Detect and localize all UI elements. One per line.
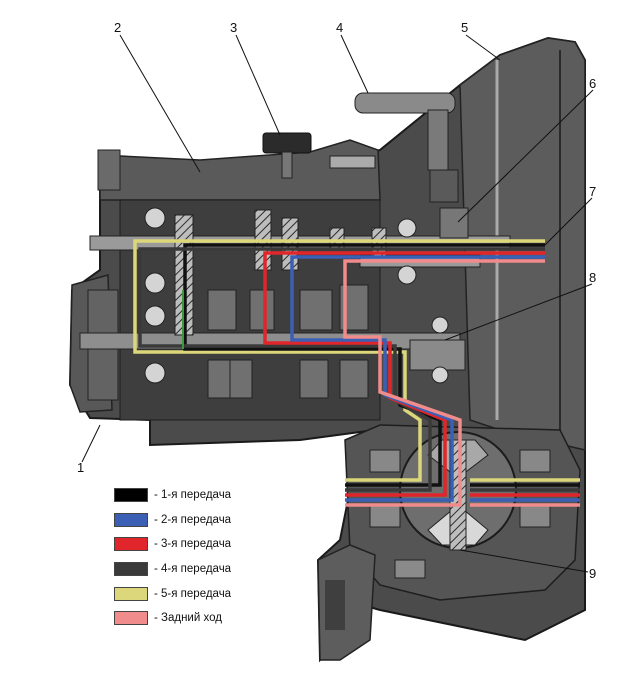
callout-6: 6 xyxy=(589,76,597,91)
callout-7: 7 xyxy=(589,184,597,199)
leader-lines xyxy=(81,34,594,573)
bearings xyxy=(144,207,551,528)
legend-swatch xyxy=(114,562,148,577)
legend-swatch xyxy=(114,488,148,503)
legend: - 1-я передача - 2-я передача - 3-я пере… xyxy=(114,483,264,631)
legend-item: - 5-я передача xyxy=(114,581,264,606)
legend-label: - Задний ход xyxy=(154,612,222,625)
flow-5th xyxy=(133,239,545,482)
legend-swatch xyxy=(114,611,148,626)
legend-item: - Задний ход xyxy=(114,606,264,631)
legend-item: - 4-я передача xyxy=(114,557,264,582)
callout-9: 9 xyxy=(589,566,597,581)
legend-label: - 2-я передача xyxy=(154,513,232,526)
legend-item: - 1-я передача xyxy=(114,483,264,508)
power-flow-lines xyxy=(133,239,580,507)
shift-mechanism xyxy=(262,92,469,239)
legend-item: - 2-я передача xyxy=(114,508,264,533)
callout-2: 2 xyxy=(114,20,122,35)
legend-label: - 4-я передача xyxy=(154,563,232,576)
legend-label: - 1-я передача xyxy=(154,489,232,502)
flow-3rd xyxy=(263,251,545,497)
legend-item: - 3-я передача xyxy=(114,532,264,557)
flow-4th xyxy=(138,247,545,492)
legend-label: - 3-я передача xyxy=(154,538,232,551)
flow-1st xyxy=(183,243,545,487)
callout-5: 5 xyxy=(461,20,469,35)
callout-4: 4 xyxy=(336,20,344,35)
flow-2nd xyxy=(290,255,545,502)
flow-reverse xyxy=(343,259,545,507)
callout-8: 8 xyxy=(589,270,597,285)
callout-3: 3 xyxy=(230,20,238,35)
legend-swatch xyxy=(114,537,148,552)
legend-swatch xyxy=(114,512,148,527)
legend-swatch xyxy=(114,586,148,601)
callout-1: 1 xyxy=(77,460,85,475)
legend-label: - 5-я передача xyxy=(154,587,232,600)
